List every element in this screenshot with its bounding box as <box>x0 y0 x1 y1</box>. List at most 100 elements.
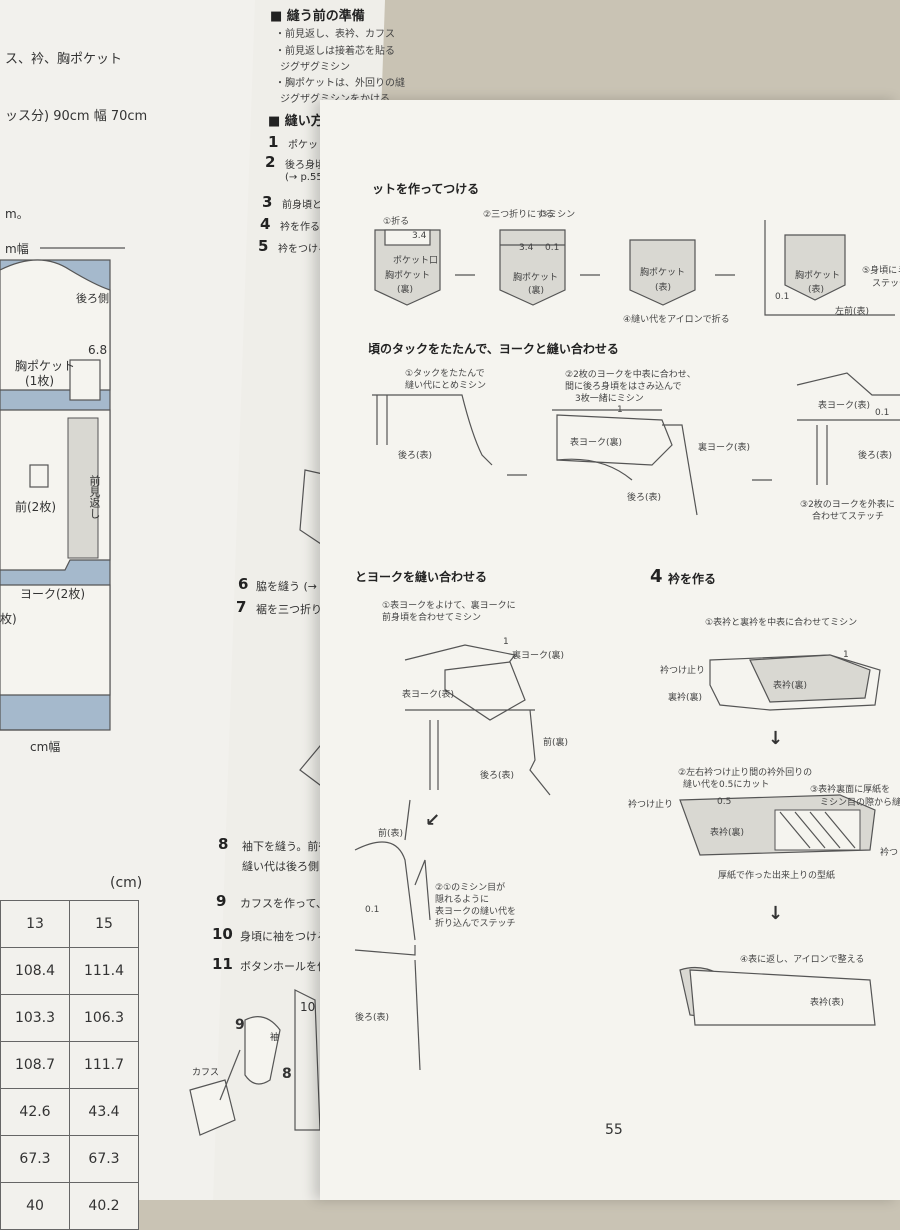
cuff-sleeve-sketch <box>189 989 321 1136</box>
step-number: 10 <box>212 925 233 943</box>
label: 0.1 <box>545 243 560 253</box>
label: 裏衿(裏) <box>668 693 703 703</box>
prep-item: ・胸ポケットは、外回りの縫 <box>275 78 405 89</box>
pocket-diagram <box>374 220 895 316</box>
label: 後ろ(表) <box>858 451 893 461</box>
label: (表) <box>808 285 825 295</box>
label: 1 <box>617 405 623 415</box>
label: 3.4 <box>412 231 427 241</box>
chest-pocket-label: 胸ポケット <box>15 359 76 373</box>
back-side-label: 後ろ側 <box>76 292 109 305</box>
down-arrow-icon: ↓ <box>768 903 784 924</box>
step-number: 6 <box>238 575 249 593</box>
label: 0.5 <box>717 797 732 807</box>
label: 胸ポケット <box>513 273 559 283</box>
label: 後ろ(表) <box>480 771 515 781</box>
label: 隠れるように <box>435 895 490 905</box>
label: 3枚一緒にミシン <box>575 394 644 404</box>
label: ①表衿と裏衿を中表に合わせてミシン <box>705 618 858 628</box>
label: 0.1 <box>875 408 890 418</box>
pocket-size-label: 6.8 <box>88 343 108 357</box>
chest-pocket-count: (1枚) <box>25 374 54 388</box>
collar-diagram <box>679 654 881 1026</box>
step-number: 11 <box>212 955 233 973</box>
label: 後ろ(表) <box>355 1013 390 1023</box>
label: ③2枚のヨークを外表に <box>800 500 895 510</box>
label: 衿つけ止り <box>628 800 674 810</box>
step2-title: 頃のタックをたたんで、ヨークと縫い合わせる <box>368 342 619 356</box>
down-arrow-icon: ↙ <box>425 810 441 831</box>
label: ④縫い代をアイロンで折る <box>623 315 730 325</box>
label: 厚紙で作った出来上りの型紙 <box>718 871 836 881</box>
label: 後ろ(表) <box>398 451 433 461</box>
step-number: 5 <box>258 237 269 255</box>
step-number: 4 <box>260 215 271 233</box>
label: 裏ヨーク(裏) <box>512 651 565 661</box>
label: ①表ヨークをよけて、裏ヨークに <box>382 601 516 611</box>
front-facing-label: 前見返し <box>88 475 101 519</box>
label: (裏) <box>528 286 545 296</box>
label: 合わせてステッチ <box>812 512 885 522</box>
step-number: 8 <box>218 835 229 853</box>
marker-9: 9 <box>235 1017 245 1033</box>
label: 間に後ろ身頃をはさみ込んで <box>565 382 682 392</box>
prep-item: ジグザグミシンをかける <box>280 90 390 105</box>
piece-count-label: 枚) <box>0 612 17 626</box>
yoke-label: ヨーク(2枚) <box>20 587 85 601</box>
label: 表衿(表) <box>810 998 845 1008</box>
unit-note: m。 <box>5 207 29 221</box>
label: 裏ヨーク(表) <box>698 443 751 453</box>
width-label-bottom: cm幅 <box>30 740 61 754</box>
label: 1 <box>843 650 849 660</box>
label: ポケット口 <box>393 256 439 266</box>
label: 3.4 <box>519 243 534 253</box>
label: 縫い代にとめミシン <box>405 381 487 391</box>
label: 前身頃を合わせてミシン <box>382 613 482 623</box>
label: (裏) <box>397 285 414 295</box>
width-label-top: m幅 <box>5 242 29 256</box>
label: ③ミシン <box>540 210 576 220</box>
step4-number: 4 <box>650 566 663 587</box>
step-number: 7 <box>236 598 247 616</box>
label: (表) <box>655 283 672 293</box>
cuff-label: カフス <box>192 1068 220 1078</box>
yoke-back-diagram <box>372 372 900 516</box>
label: 前(表) <box>378 829 404 839</box>
label: ③表衿裏面に厚紙を <box>810 785 891 795</box>
label: 縫い代を0.5にカット <box>683 780 770 790</box>
label: ②左右衿つけ止り間の衿外回りの <box>678 768 813 778</box>
label: 折り込んでステッチ <box>435 919 516 929</box>
label: 胸ポケット <box>640 268 686 278</box>
label: 表ヨーク(表) <box>818 401 871 411</box>
label: 表衿(裏) <box>710 828 745 838</box>
label: 0.1 <box>775 292 790 302</box>
marker-8: 8 <box>282 1066 292 1082</box>
label: 0.1 <box>365 905 380 915</box>
fabric-parts-text: ス、衿、胸ポケット <box>5 52 123 67</box>
label: 表ヨークの縫い代を <box>435 907 517 917</box>
step-number: 9 <box>216 892 227 910</box>
label: 前(裏) <box>543 738 569 748</box>
label: ステッチ <box>872 279 900 289</box>
step4-title: 衿を作る <box>668 572 717 586</box>
pattern-layout-diagram <box>0 247 125 731</box>
front-piece-label: 前(2枚) <box>15 500 56 514</box>
label: 表衿(裏) <box>773 681 808 691</box>
label: ②三つ折りにする <box>483 210 555 220</box>
step3-title: とヨークを縫い合わせる <box>355 570 488 584</box>
label: 左前(表) <box>835 307 870 317</box>
label: ⑤身頃にミシンで <box>862 266 900 276</box>
right-page-content: ットを作ってつける ①折る 3.4 ポケット口 胸ポケット (裏) ②三つ折りに… <box>354 182 900 1138</box>
label: 胸ポケット <box>385 271 431 281</box>
step-number: 1 <box>268 133 279 151</box>
label: ①タックをたたんで <box>405 369 485 379</box>
label: 衿つ <box>880 848 899 858</box>
label: ④表に返し、アイロンで整える <box>740 955 865 965</box>
table-unit: (cm) <box>110 875 143 891</box>
label: 表ヨーク(表) <box>402 690 455 700</box>
label: ①折る <box>383 217 410 227</box>
step-text: (→ p.55) <box>285 172 327 183</box>
